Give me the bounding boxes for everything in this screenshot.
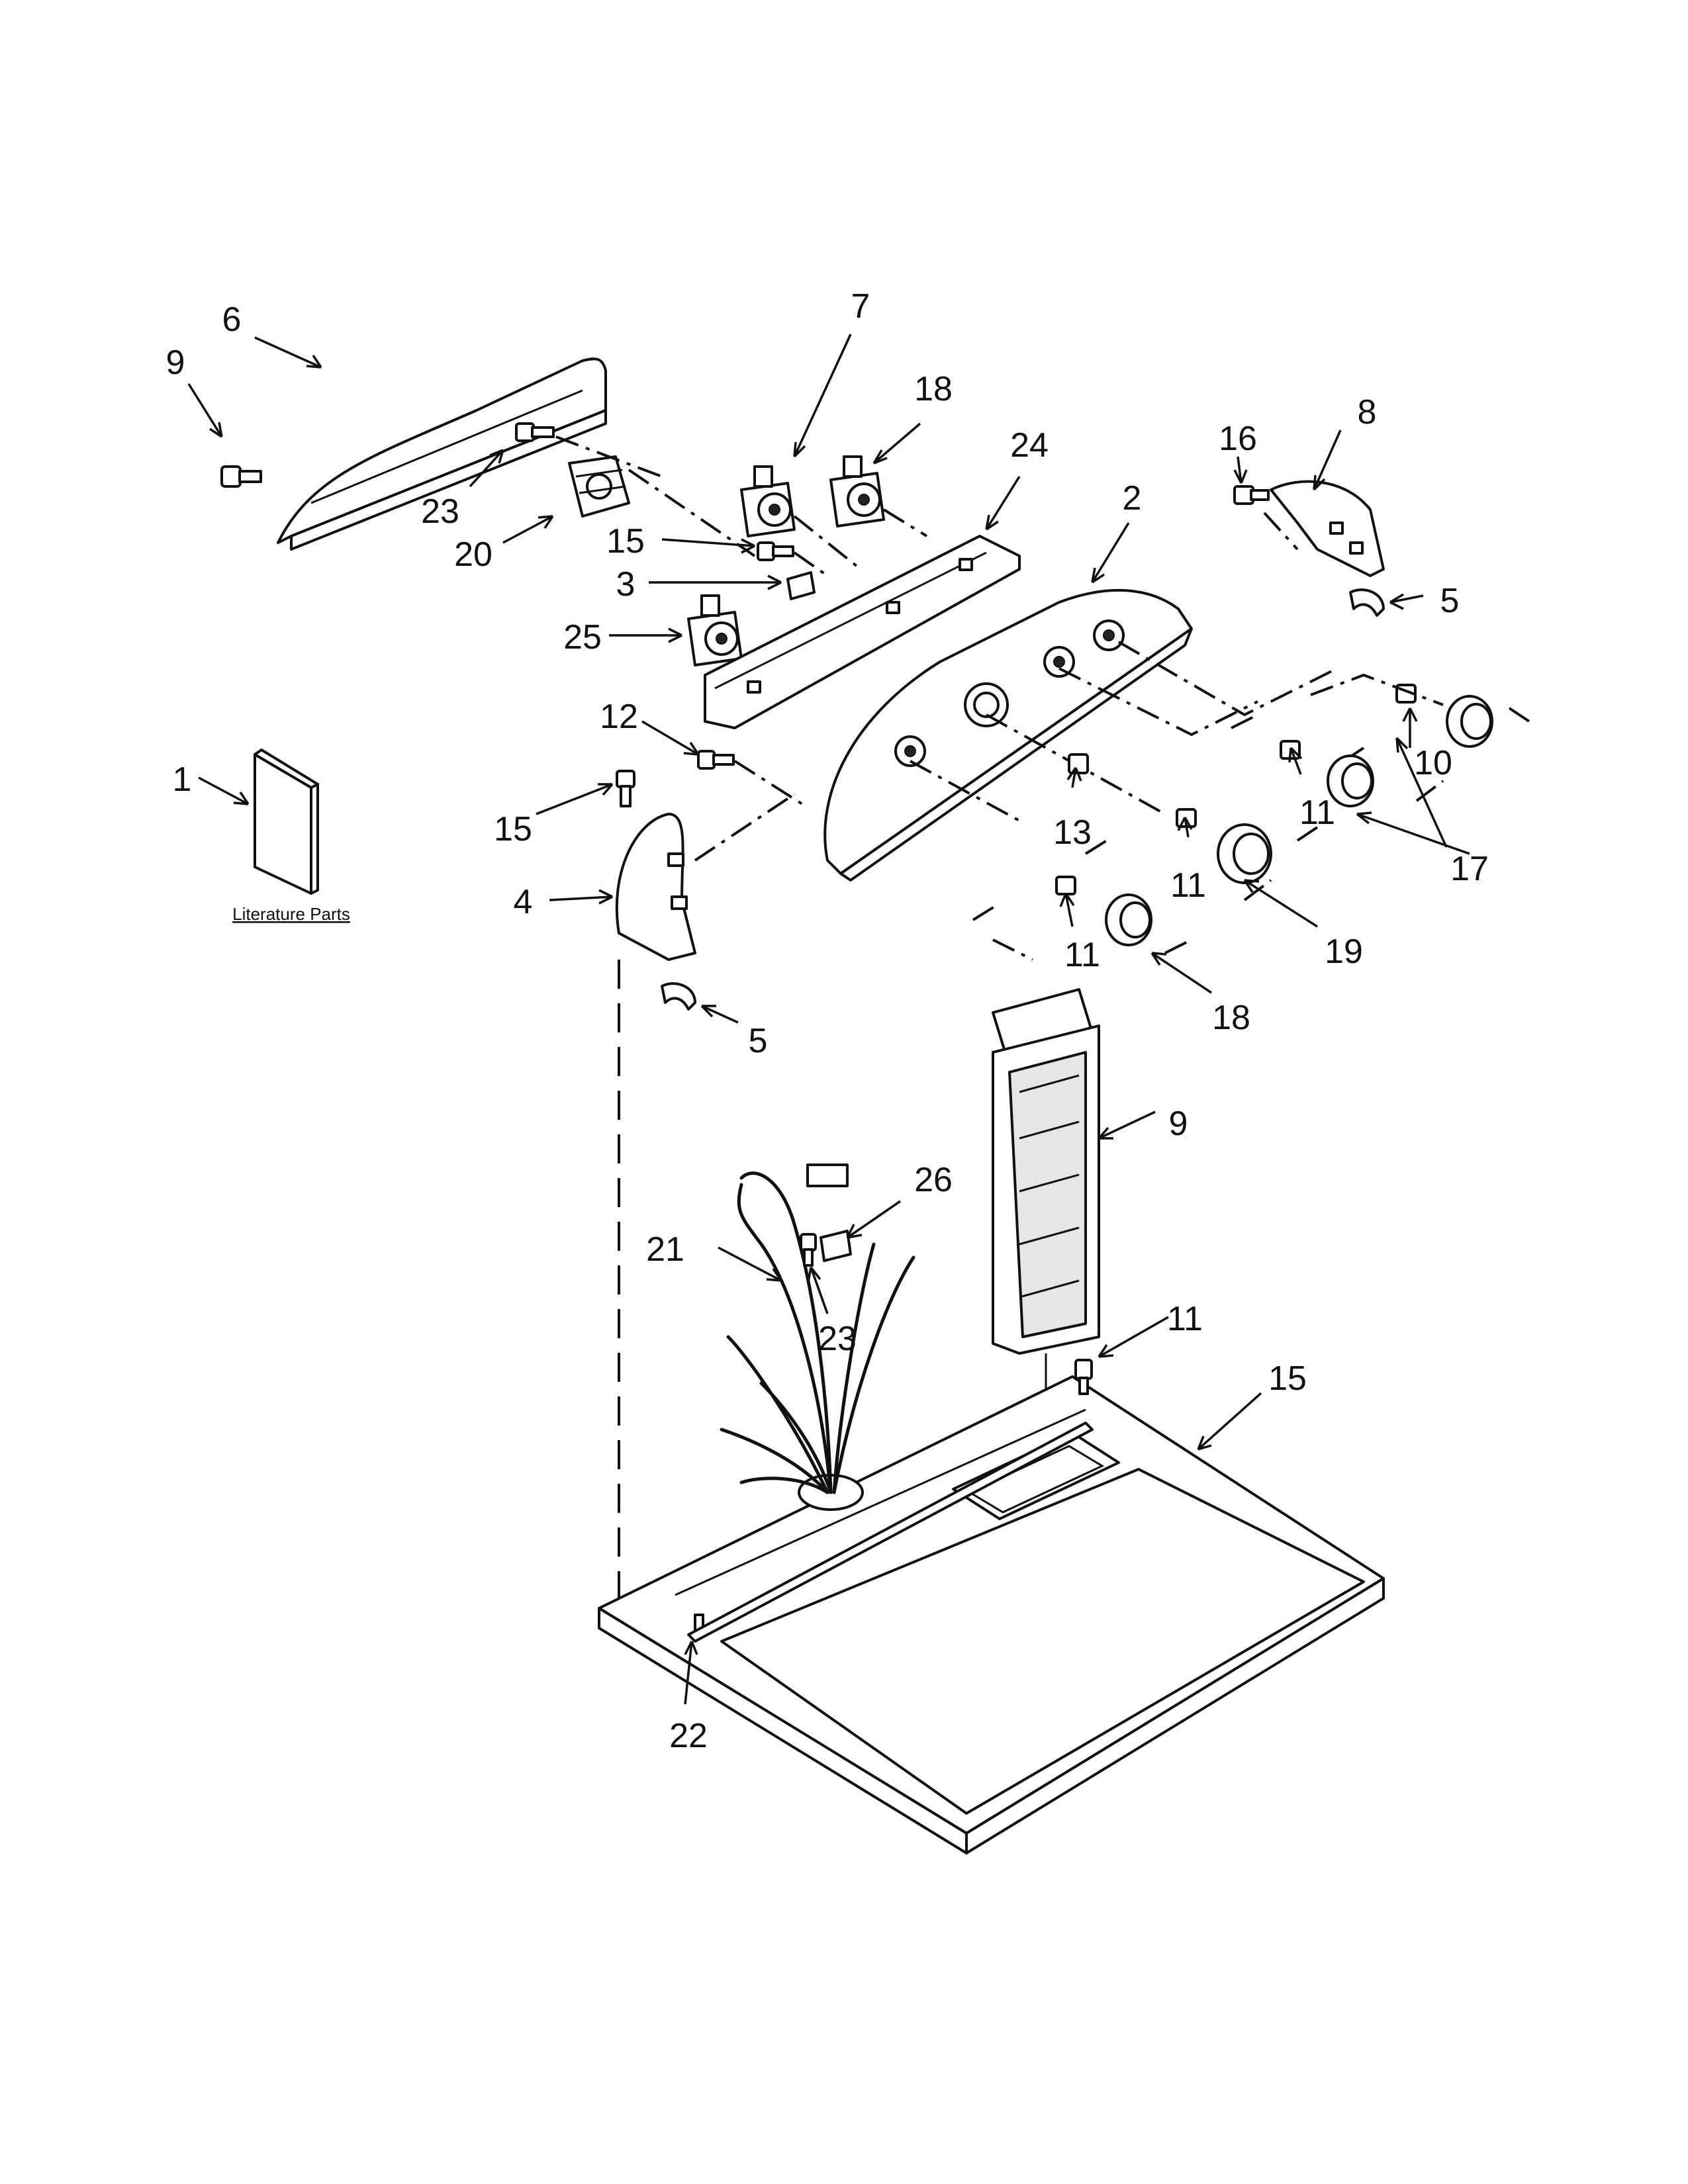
part-4-end-cap [615,813,696,961]
part-3-clip [786,571,816,600]
part-16-top-panel [598,1375,1385,1854]
part-26-clip [820,1230,852,1262]
part-15-screw-left [616,770,635,807]
callout-21: 21 [646,1230,684,1269]
callout-24: 24 [1010,426,1049,465]
callout-labels: 6 9 23 20 7 18 24 2 15 3 25 12 15 4 5 1 … [166,287,1489,1755]
callout-19: 19 [1325,933,1363,971]
callout-20: 20 [454,535,492,574]
part-20-switch [568,455,630,518]
callout-18-lower: 18 [1212,999,1250,1037]
part-1-literature [254,749,319,895]
part-18-knob-upper [1446,695,1493,748]
part-23-screw-lower [800,1233,817,1267]
part-23-screw-upper [515,422,555,442]
part-17-switch [829,455,885,527]
part-5-clip-upper [1349,588,1385,617]
callout-26: 26 [914,1161,953,1199]
callout-15-left: 15 [494,810,532,848]
callout-12: 12 [600,698,638,736]
part-8-end-cap-right [1270,480,1385,577]
callout-15-right: 16 [1219,420,1257,458]
part-knob-middle [1327,754,1374,807]
callout-5-lower: 5 [749,1022,768,1060]
callout-2: 2 [1123,479,1142,518]
callout-11-c: 11 [1170,866,1206,905]
part-14-screw [1068,753,1089,774]
part-22-strip [687,1422,1094,1643]
callout-23-lower: 23 [818,1320,857,1358]
part-12-screw [697,750,735,770]
part-9-screw [220,465,262,488]
callout-9: 9 [166,343,185,382]
callout-11-d: 11 [1064,936,1100,974]
callout-25: 25 [563,618,602,657]
callout-16: 15 [1268,1359,1307,1398]
callout-22: 22 [669,1717,708,1755]
callout-10: 9 [1169,1105,1188,1143]
callout-1: 1 [173,760,192,799]
callout-11-a: 10 [1414,744,1452,782]
part-5-clip-lower [661,982,696,1011]
part-15-screw-middle [757,541,794,561]
callout-17: 18 [914,370,953,408]
part-18-knob-lower [1105,893,1152,946]
callout-23-upper: 23 [421,492,459,531]
callout-8: 8 [1358,393,1377,432]
callout-3: 3 [616,565,635,604]
part-19-knob [1217,823,1272,884]
literature-parts-caption: Literature Parts [232,904,350,924]
part-21-wire-harness [720,1163,915,1494]
callout-13: 11 [1167,1300,1203,1338]
leader-arrows [187,334,1470,1705]
callout-14: 13 [1053,813,1092,852]
part-24-bracket [704,535,1021,729]
part-25-switch [687,594,743,666]
callout-7: 7 [851,287,870,326]
callout-6: 6 [222,300,242,339]
part-10-lint-screen [992,988,1100,1355]
part-13-screw [1074,1359,1093,1395]
part-7-switch [740,465,796,537]
callout-11-b: 11 [1299,794,1335,832]
part-15-screw-right [1233,485,1270,505]
callout-15-middle: 15 [606,522,645,561]
part-11-insert-d [1055,876,1076,895]
callout-5-upper: 5 [1440,582,1460,620]
callout-18-upper: 17 [1450,850,1489,888]
callout-4: 4 [514,883,533,921]
